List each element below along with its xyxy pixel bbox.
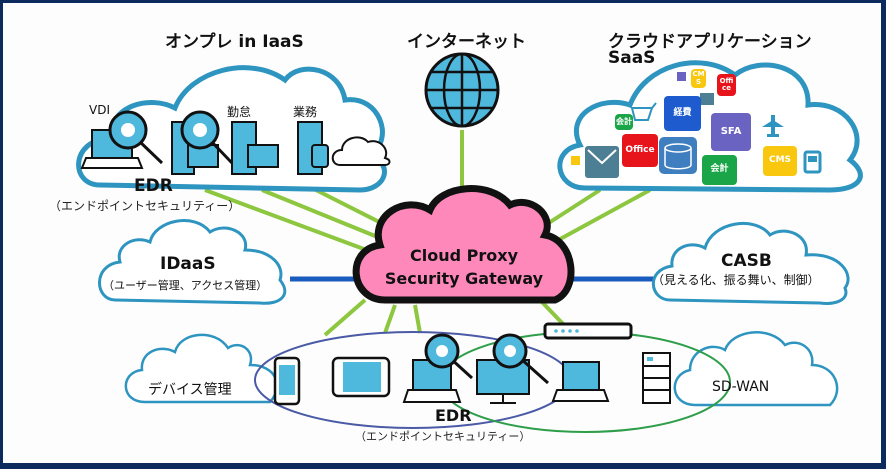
app-office: Office: [622, 134, 658, 167]
sdwan-cloud: [673, 331, 839, 407]
connector-line: [204, 188, 381, 257]
mail-icon: [700, 93, 714, 105]
app-keihi: 経費: [664, 96, 701, 131]
saas-title-line2: SaaS: [608, 48, 656, 68]
printer-icon: [642, 352, 671, 404]
business-server-icon: [297, 121, 329, 175]
center-title-line2: Security Gateway: [384, 269, 544, 288]
sdwan-label: SD-WAN: [712, 379, 770, 395]
connector-line: [538, 298, 567, 328]
train-icon: [803, 150, 822, 174]
edr-title-bottom: EDR: [435, 406, 472, 425]
cart-icon: [630, 102, 657, 121]
vdi-label: VDI: [89, 103, 110, 117]
saas-title-line1: クラウドアプリケーション: [608, 32, 812, 52]
idaas-cloud: [98, 219, 287, 305]
diagram-graphics: [76, 52, 863, 433]
casb-subtitle: （見える化、振る舞い、制御）: [652, 273, 820, 287]
device-cloud: [124, 333, 279, 404]
magnifier-virus-icon: [180, 110, 234, 165]
edr-title-top: EDR: [134, 176, 173, 196]
idaas-title: IDaaS: [160, 254, 216, 274]
casb-cloud: [651, 221, 850, 305]
attendance-server-icon: [231, 121, 279, 175]
connectors: [204, 130, 651, 337]
magnifier-virus-icon: [108, 110, 164, 165]
magnifier-virus-icon: [492, 333, 549, 385]
small-cloud-icon: [331, 136, 391, 166]
saas-square-icon: [677, 72, 686, 81]
business-label: 業務: [293, 105, 318, 119]
router-icon: [543, 322, 633, 340]
airplane-icon: [762, 115, 784, 137]
tablet-icon: [331, 356, 391, 398]
laptop-icon: [402, 359, 462, 403]
connector-line: [323, 298, 367, 337]
diagram-canvas: オンプレ in IaaS VDI 勤怠 業務 EDR （エンドポイントセキュリテ…: [3, 3, 881, 463]
globe-icon: [424, 52, 500, 128]
attendance-label: 勤怠: [227, 105, 252, 119]
center-cloud: [352, 185, 575, 304]
magnifier-virus-icon: [424, 333, 474, 380]
app-cms: CMS: [763, 146, 797, 176]
smartphone-icon: [273, 356, 301, 406]
app-sfa: SFA: [711, 113, 751, 151]
laptop-icon: [551, 361, 610, 402]
connector-line: [261, 188, 386, 242]
app-kaikei-small: 会計: [615, 114, 633, 130]
edr-subtitle-bottom: （エンドポイントセキュリティー）: [355, 430, 531, 443]
mail-flap: [587, 149, 617, 165]
edr-subtitle-top: （エンドポイントセキュリティー）: [49, 199, 241, 213]
center-title-line1: Cloud Proxy: [410, 246, 518, 265]
saas-square-icon: [571, 156, 580, 165]
database-body: [664, 148, 692, 170]
connector-line: [413, 304, 422, 334]
device-management-label: デバイス管理: [148, 382, 232, 398]
app-kaikei: 会計: [702, 155, 737, 185]
app-office-small: Offi ce: [717, 74, 736, 96]
onprem-title: オンプレ in IaaS: [165, 32, 304, 52]
casb-title: CASB: [721, 251, 772, 271]
app-cms-small: CM S: [691, 69, 706, 88]
database-icon: [659, 137, 697, 174]
internet-title: インターネット: [407, 32, 526, 52]
connector-line: [383, 304, 397, 334]
idaas-subtitle: （ユーザー管理、アクセス管理）: [103, 279, 268, 292]
